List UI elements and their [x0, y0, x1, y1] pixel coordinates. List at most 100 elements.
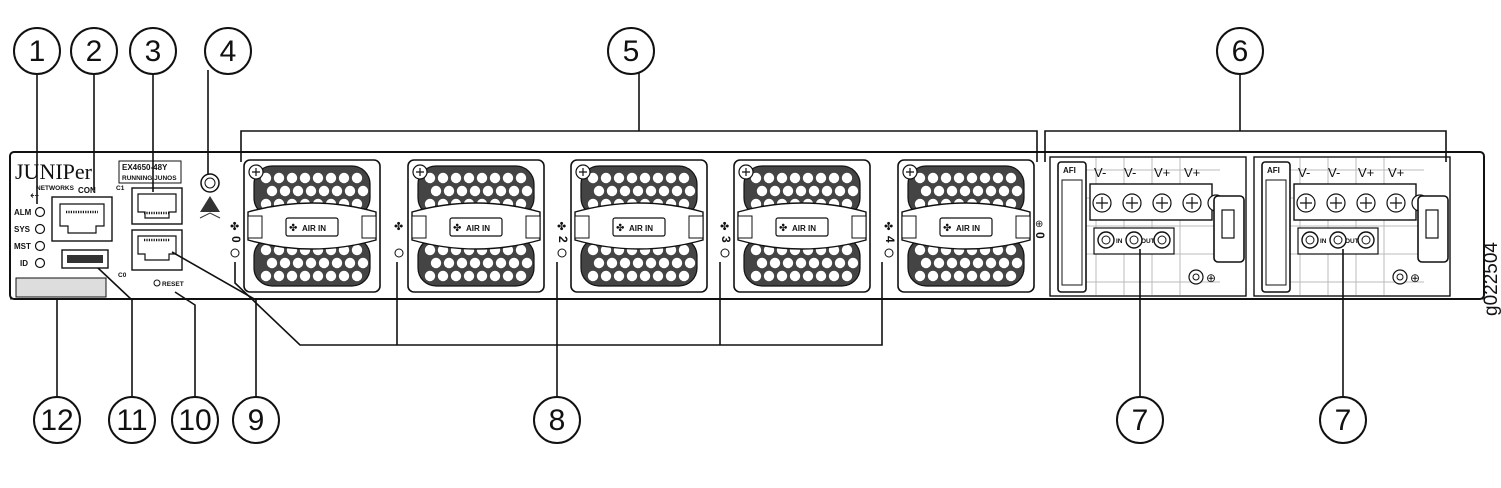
brand-sub: NETWORKS — [36, 185, 75, 192]
callout-number: 7 — [1132, 404, 1149, 437]
terminal-label: V- — [1094, 165, 1106, 180]
fan-number: 2 — [556, 236, 570, 243]
led-indicator — [34, 240, 46, 252]
callout-marker: 2 — [70, 27, 118, 75]
callout-number: 5 — [623, 35, 640, 68]
callout-number: 12 — [40, 404, 73, 437]
terminal-label: V+ — [1388, 165, 1404, 180]
figure-id: g022504 — [1481, 242, 1501, 316]
fan-number: 3 — [719, 236, 733, 243]
led-indicator — [34, 206, 46, 218]
in-label: IN — [1320, 238, 1327, 245]
ground-icon: ⊕ — [1410, 271, 1420, 285]
terminal-label: V- — [1124, 165, 1136, 180]
callout-number: 3 — [145, 35, 162, 68]
terminal-label: V+ — [1184, 165, 1200, 180]
fan-number: 0 — [1033, 232, 1047, 239]
air-in-label: AIR IN — [792, 224, 816, 233]
fan-icon: ✤ — [720, 221, 729, 233]
callout-marker: 11 — [108, 396, 156, 444]
fan-led — [557, 248, 567, 258]
terminal-label: V- — [1298, 165, 1310, 180]
fan-icon: ✤ — [453, 223, 461, 234]
fan-module: ✤ 3 ✤ AIR IN — [719, 159, 871, 293]
led-label: SYS — [14, 225, 31, 234]
callout-number: 7 — [1335, 404, 1352, 437]
ground-icon: ⊕ — [1206, 271, 1216, 285]
callout-marker: 7 — [1319, 396, 1367, 444]
callout-lines — [36, 70, 1447, 410]
fan-icon: ✤ — [616, 223, 624, 234]
callout-number: 6 — [1232, 35, 1249, 68]
fan-icon: ✤ — [943, 223, 951, 234]
out-label: OUT — [1345, 238, 1359, 245]
usb-icon: ⇠ — [30, 190, 39, 202]
terminal-label: V- — [1328, 165, 1340, 180]
fan-led — [884, 248, 894, 258]
afi-label: AFI — [1267, 166, 1280, 175]
label-tray — [15, 277, 107, 298]
c0-label: C0 — [118, 272, 127, 279]
c1-label: C1 — [116, 185, 125, 192]
callout-number: 1 — [29, 35, 46, 68]
console-port-label: CON — [78, 186, 96, 195]
fan-icon: ✤ — [394, 221, 403, 233]
callout-marker: 7 — [1116, 396, 1164, 444]
in-label: IN — [1116, 238, 1123, 245]
fan-led — [230, 248, 240, 258]
ground-icon: ⊕ — [1035, 219, 1043, 230]
reset-label: RESET — [162, 281, 184, 288]
fan-number: 4 — [883, 236, 897, 243]
fan-icon: ✤ — [779, 223, 787, 234]
led-label: MST — [14, 242, 31, 251]
callout-marker: 1 — [13, 27, 61, 75]
fan-icon: ✤ — [557, 221, 566, 233]
fan-icon: ✤ — [884, 221, 893, 233]
callout-marker: 12 — [33, 396, 81, 444]
air-in-label: AIR IN — [956, 224, 980, 233]
air-in-badge — [612, 217, 666, 237]
air-in-badge — [449, 217, 503, 237]
reset-button — [153, 279, 161, 287]
fan-module: ✤✤AIR IN — [394, 159, 545, 293]
model-name: EX4650-48Y — [122, 163, 168, 172]
callout-marker: 6 — [1216, 27, 1264, 75]
fan-module: ✤2✤AIR IN — [556, 159, 708, 293]
terminal-label: V+ — [1358, 165, 1374, 180]
brand-logo: JUNIPer — [15, 159, 93, 184]
callout-number: 9 — [248, 404, 265, 437]
fan-icon: ✤ — [230, 221, 239, 233]
callout-marker: 10 — [171, 396, 219, 444]
callout-number: 4 — [220, 35, 237, 68]
fan-module: ✤ 4 ✤ AIR IN — [883, 159, 1035, 293]
terminal-label: V+ — [1154, 165, 1170, 180]
callout-marker: 9 — [232, 396, 280, 444]
fan-icon: ✤ — [289, 223, 297, 234]
esd-warning-icon — [200, 196, 220, 212]
callout-marker: 4 — [204, 27, 252, 75]
led-label: ID — [20, 259, 28, 268]
callout-marker: 3 — [129, 27, 177, 75]
air-in-label: AIR IN — [302, 224, 326, 233]
model-status: RUNNING JUNOS — [122, 175, 177, 182]
fan-tray-group: ✤0✤AIR IN✤✤AIR IN✤2✤AIR IN✤3✤AIR IN✤4✤AI… — [229, 159, 1047, 293]
fan-module: ✤0✤AIR IN — [229, 159, 381, 293]
fan-led — [720, 248, 730, 258]
led-indicator — [34, 223, 46, 235]
led-column: ALM SYS MST ID — [14, 206, 46, 269]
callout-number: 11 — [116, 404, 147, 437]
led-label: ALM — [14, 208, 32, 217]
callout-marker: 5 — [607, 27, 655, 75]
callout-number: 8 — [549, 404, 566, 437]
callout-number: 10 — [178, 404, 211, 437]
power-supply: AFI V- V- V+ V+ IN OUT ⊕ — [1253, 156, 1451, 297]
callout-marker: 8 — [533, 396, 581, 444]
out-label: OUT — [1141, 238, 1155, 245]
air-in-badge — [285, 217, 339, 237]
air-in-badge — [775, 217, 829, 237]
callout-number: 2 — [86, 35, 103, 68]
